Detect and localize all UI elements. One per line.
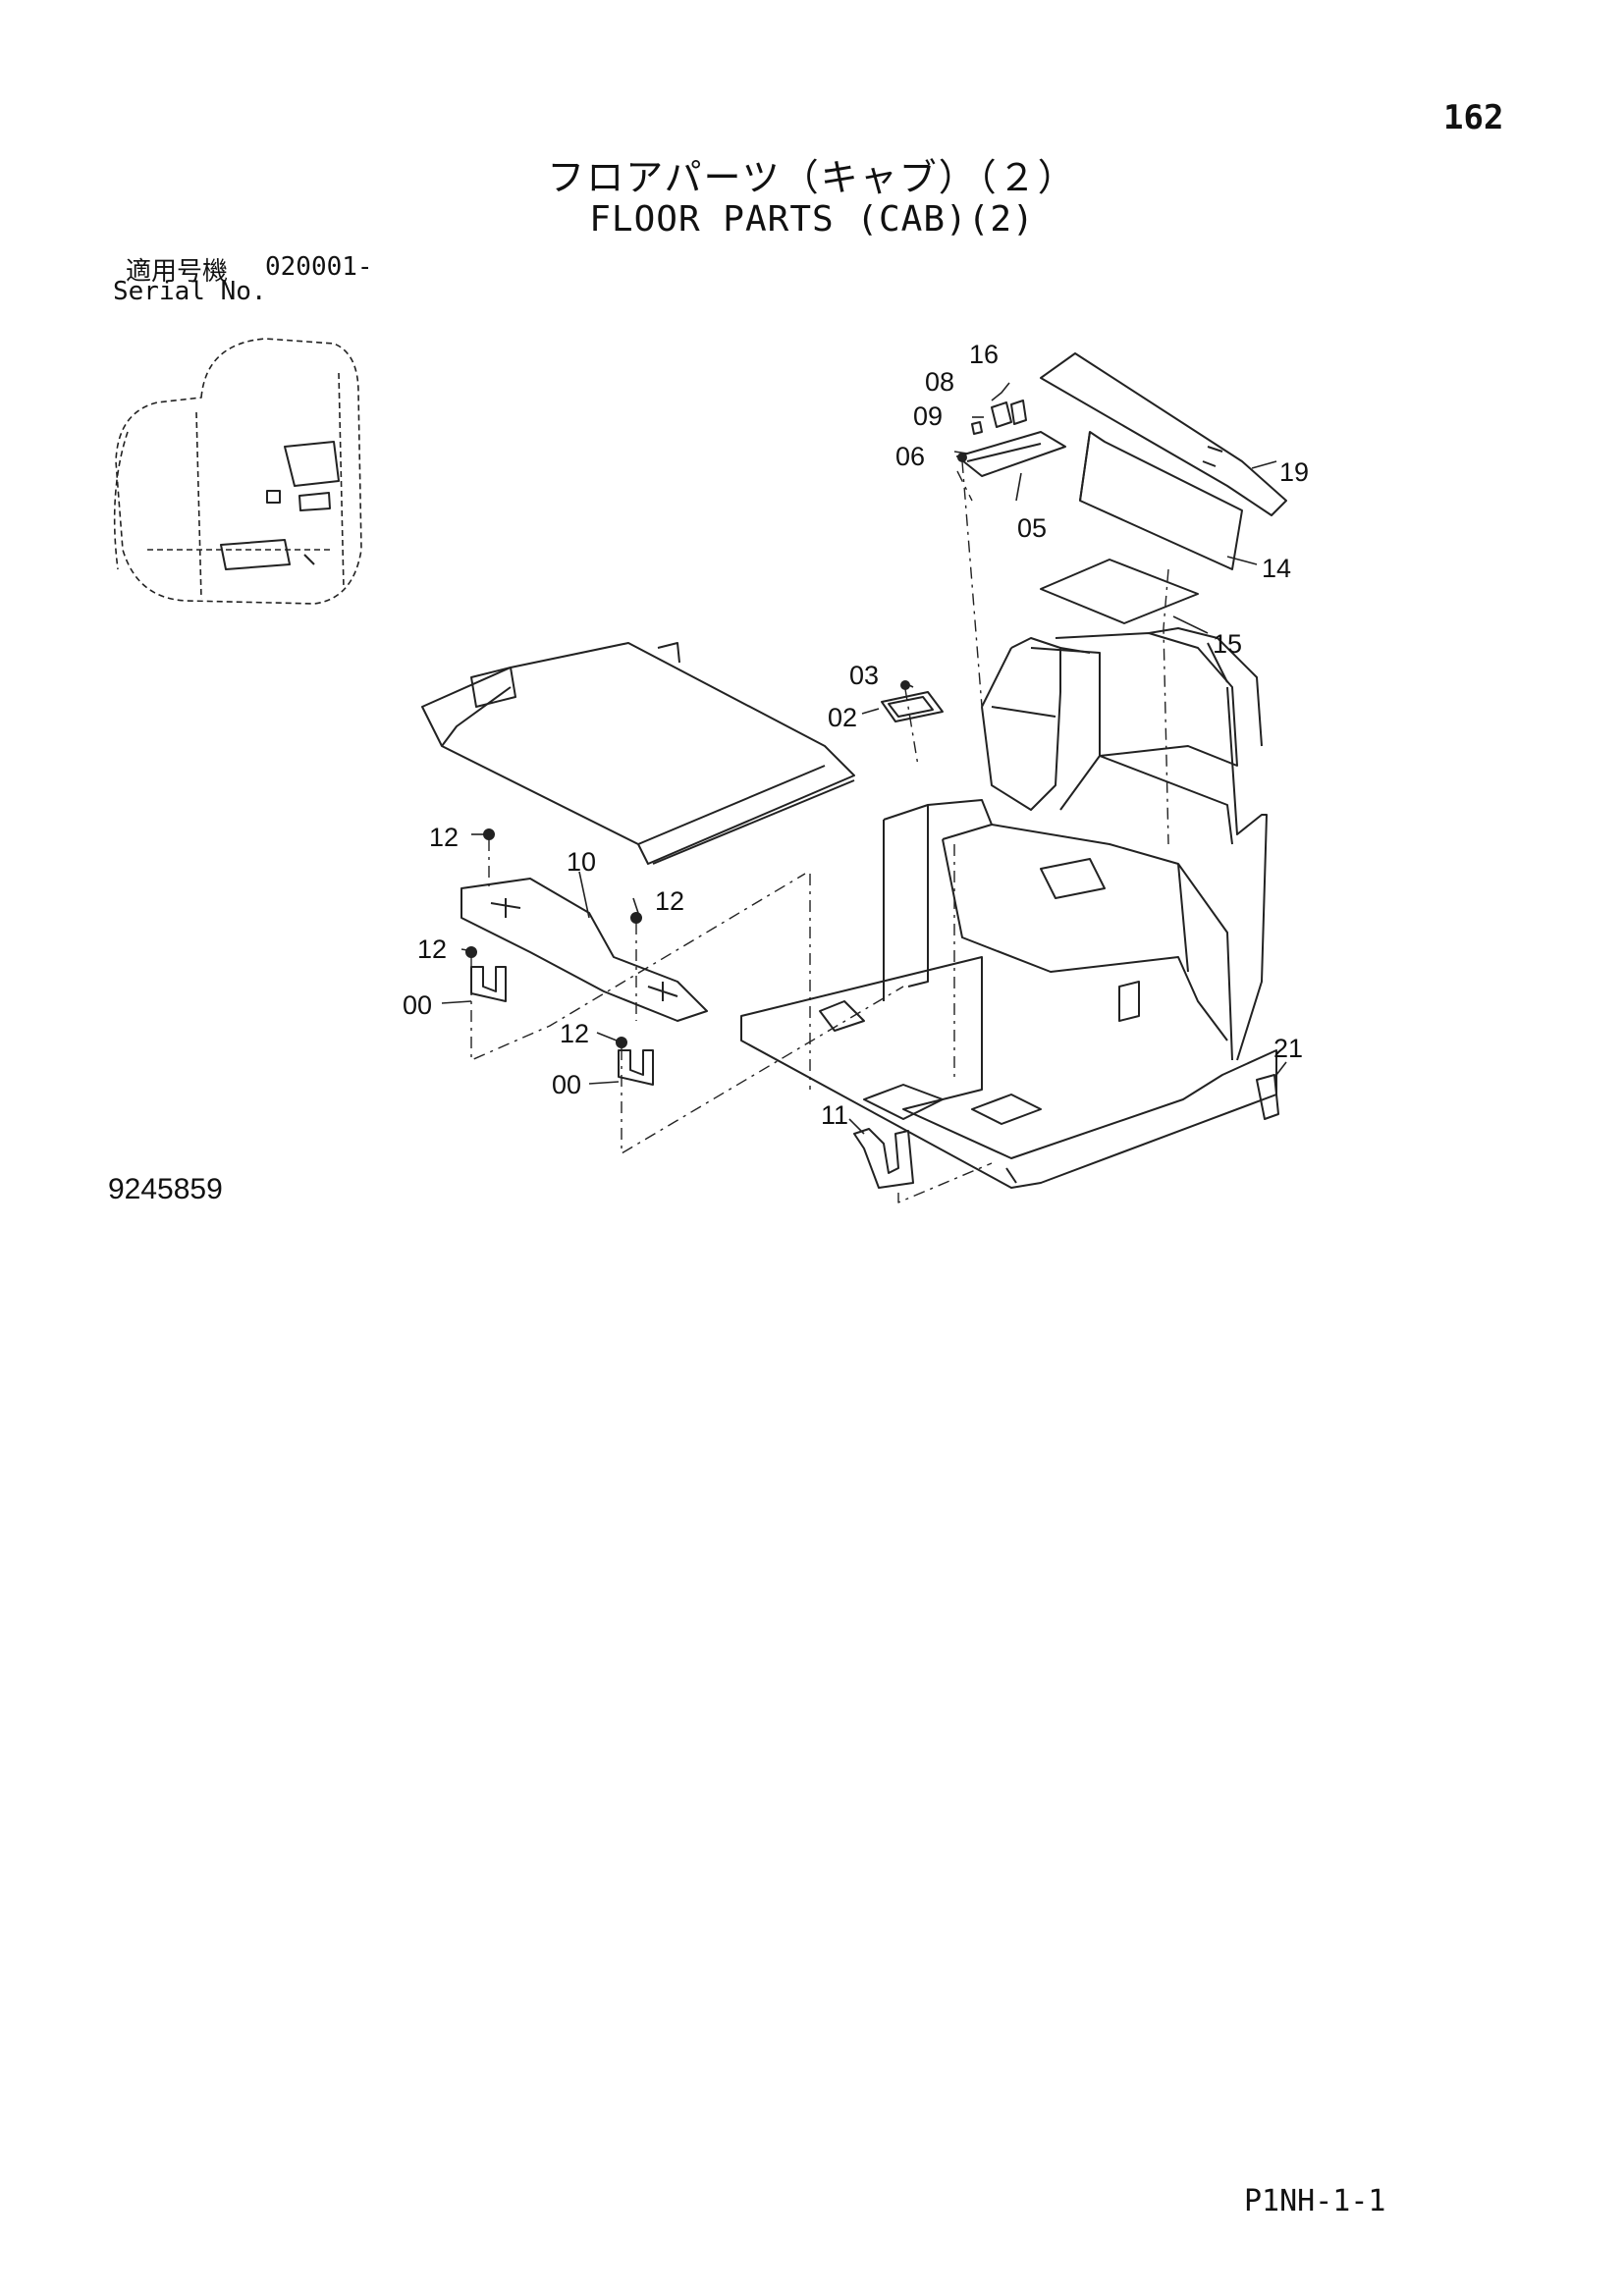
callout-label: 12 (417, 934, 447, 964)
bracket-00-lower (618, 1049, 654, 1086)
small-part-09 (971, 421, 983, 435)
part-21 (1256, 1074, 1279, 1120)
rear-cover-19 (1040, 352, 1287, 516)
callout-label: 00 (552, 1070, 581, 1099)
floor-mat-part (421, 642, 855, 865)
page-title-japanese: フロアパーツ（キャブ）（２） (547, 156, 1077, 199)
callout-labels: 16 08 09 06 05 19 14 15 03 02 12 10 12 1… (403, 340, 1309, 1130)
gasket-02 (881, 691, 944, 722)
drawing-number: 9245859 (108, 1173, 223, 1205)
serial-label-english: Serial No. (113, 277, 267, 306)
callout-label: 16 (969, 340, 999, 369)
callout-label: 10 (567, 847, 596, 877)
mat-15 (1040, 559, 1199, 624)
page-number: 162 (1443, 98, 1504, 137)
callout-label: 00 (403, 990, 432, 1020)
callout-label: 02 (828, 703, 857, 732)
serial-label-japanese: 適用号機 (126, 257, 229, 287)
plate-10-part (460, 878, 708, 1022)
callout-label: 06 (895, 442, 925, 471)
callout-label: 09 (913, 401, 943, 431)
callout-label: 21 (1273, 1034, 1303, 1063)
serial-range: 020001- (265, 252, 373, 282)
callout-leaders (441, 382, 1287, 1135)
cab-location-thumbnail (113, 338, 362, 605)
cab-thumbnail-highlight (220, 441, 340, 570)
switch-16 (991, 400, 1027, 428)
callout-label: 15 (1213, 629, 1242, 659)
bracket-11 (853, 1128, 914, 1189)
sheet-code: P1NH-1-1 (1244, 2184, 1386, 2218)
callout-label: 05 (1017, 513, 1047, 543)
callout-label: 11 (821, 1100, 848, 1130)
assembly-guide-lines (470, 460, 1169, 1203)
callout-label: 14 (1262, 554, 1291, 583)
callout-label: 12 (429, 823, 459, 852)
switch-panel-05 (956, 431, 1066, 477)
callout-label: 12 (655, 886, 684, 916)
page-title-english: FLOOR PARTS (CAB)(2) (589, 199, 1035, 240)
panel-14 (1079, 431, 1243, 570)
callout-label: 19 (1279, 457, 1309, 487)
cab-floor-frame (740, 627, 1277, 1189)
callout-label: 12 (560, 1019, 589, 1048)
callout-label: 08 (925, 367, 954, 397)
bracket-00-upper (470, 966, 507, 1002)
callout-label: 03 (849, 661, 879, 690)
